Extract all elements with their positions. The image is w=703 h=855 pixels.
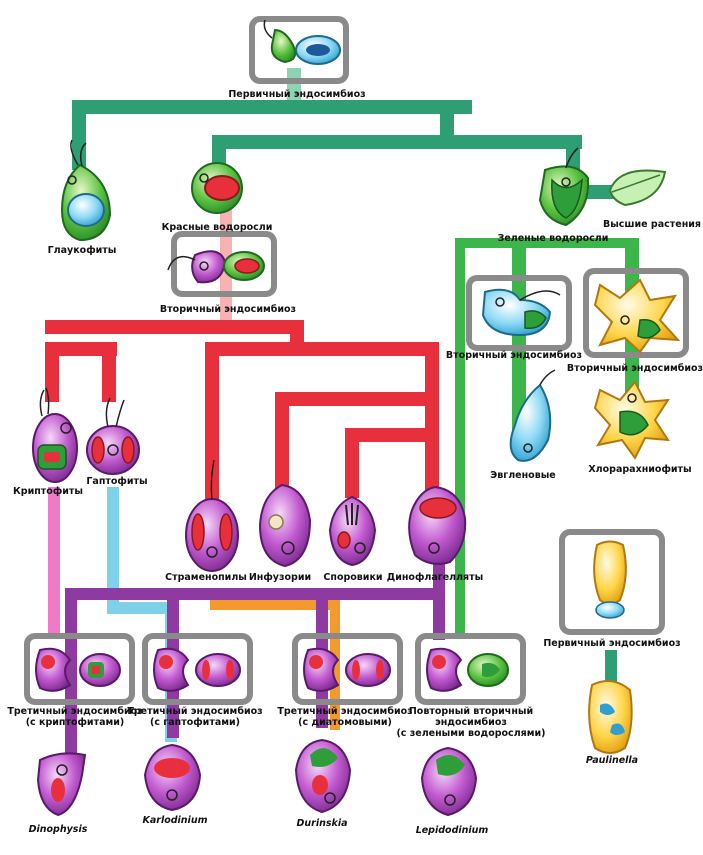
line-crypto-pink	[48, 487, 60, 637]
label-euglenoids: Эвгленовые	[490, 470, 555, 481]
label-repeat-green-2: эндосимбиоз	[435, 717, 507, 728]
line-red-crosshair	[45, 320, 295, 334]
lineage-lines	[45, 68, 639, 768]
dinophysis-cell	[36, 752, 87, 817]
label-sporozoa: Споровики	[323, 572, 382, 583]
label-stramenopiles: Страменопилы	[165, 572, 247, 583]
label-tertiary-diatom-1: Третичный эндосимбиоз	[277, 706, 412, 717]
red-algae-cell	[191, 162, 243, 214]
label-tertiary-crypto-2: (с криптофитами)	[26, 717, 125, 728]
line-to-glauco	[72, 100, 86, 170]
line-primary-bar	[72, 100, 472, 114]
secondary-red-cells	[167, 250, 265, 284]
line-to-crypto	[45, 342, 59, 402]
box-secondary-chlorarach	[583, 268, 689, 358]
box-secondary-red	[171, 231, 277, 297]
label-chlorarachniophytes: Хлорарахниофиты	[588, 464, 691, 475]
box-paulinella	[559, 529, 665, 635]
box-tertiary-diatom	[292, 633, 403, 705]
label-tertiary-crypto-1: Третичный эндосимбиоз	[7, 706, 142, 717]
label-secondary-red: Вторичный эндосимбиоз	[160, 304, 296, 315]
line-to-green	[566, 135, 580, 175]
ciliate-cell	[258, 483, 312, 568]
line-red-bar4	[345, 428, 435, 442]
box-repeat-green	[415, 633, 526, 705]
label-tertiary-diatom-2: (с диатомовыми)	[298, 717, 392, 728]
label-durinskia: Durinskia	[297, 818, 348, 829]
chlorarach-cells	[593, 278, 681, 460]
line-to-dino	[425, 342, 439, 492]
label-primary-top: Первичный эндосимбиоз	[228, 89, 365, 100]
green-algae-cell	[538, 147, 590, 227]
line-hapto-cyan	[107, 487, 119, 607]
label-green-algae: Зеленые водоросли	[498, 233, 609, 244]
line-purple-bar	[65, 588, 445, 600]
box-tertiary-crypto	[24, 633, 135, 705]
line-red-bar3	[275, 392, 435, 406]
line-to-strameno	[205, 342, 219, 502]
euglena-cells	[481, 288, 561, 462]
label-secondary-chlorarach: Вторичный эндосимбиоз	[567, 363, 703, 374]
symbiosis-boxes	[24, 16, 689, 705]
label-paulinella: Paulinella	[586, 755, 638, 766]
karlodinium-cell	[143, 743, 202, 812]
label-red-algae: Красные водоросли	[162, 222, 273, 233]
label-secondary-euglena: Вторичный эндосимбиоз	[446, 350, 582, 361]
label-glaucophytes: Глаукофиты	[48, 245, 117, 256]
label-lepidodinium: Lepidodinium	[416, 825, 489, 836]
repeat-green-cells	[426, 647, 509, 692]
label-haptophytes: Гаптофиты	[86, 476, 147, 487]
glaucophyte-cell	[60, 139, 112, 242]
label-dinophysis: Dinophysis	[29, 824, 88, 835]
leaf-icon	[608, 169, 667, 207]
durinskia-cell	[294, 738, 352, 814]
line-orange-bar	[210, 600, 340, 610]
line-purple-dino	[433, 560, 445, 640]
line-green-down	[455, 238, 465, 638]
label-dinoflagellates: Динофлагелляты	[387, 572, 484, 583]
line-to-euglena	[512, 238, 526, 438]
labels: Первичный эндосимбиоз Глаукофиты Красные…	[7, 89, 703, 836]
line-cyan-bar	[107, 602, 177, 614]
label-ciliates: Инфузории	[249, 572, 311, 583]
tertiary-diatom-cells	[303, 647, 391, 692]
label-repeat-green-3: (с зелеными водорослями)	[396, 728, 545, 739]
haptophyte-cell	[86, 397, 140, 475]
label-primary-paulinella: Первичный эндосимбиоз	[543, 638, 680, 649]
label-tertiary-hapto-1: Третичный эндосимбиоз	[127, 706, 262, 717]
line-green-bar	[212, 135, 582, 149]
tertiary-crypto-cells	[35, 647, 121, 692]
label-repeat-green-1: Повторный вторичный	[409, 706, 533, 717]
line-green-horizontal	[455, 238, 635, 248]
line-to-ciliates	[275, 392, 289, 492]
label-higher-plants: Высшие растения	[603, 219, 701, 230]
line-crypto-hapto-bar	[45, 342, 117, 356]
label-cryptophytes: Криптофиты	[13, 486, 83, 497]
cryptophyte-cell	[32, 387, 78, 483]
paulinella-cells	[588, 540, 633, 754]
lepidodinium-cell	[420, 746, 478, 817]
box-primary-top	[249, 16, 349, 84]
box-secondary-euglena	[466, 275, 572, 351]
stramenopile-cell	[185, 459, 239, 572]
primary-cell	[263, 19, 341, 65]
label-tertiary-hapto-2: (с гаптофитами)	[150, 717, 240, 728]
line-to-sporozoa	[345, 428, 359, 498]
line-red-bar2	[205, 342, 435, 356]
box-tertiary-hapto	[142, 633, 253, 705]
dinoflagellate-cell	[408, 485, 467, 565]
sporozoan-cell	[328, 495, 377, 567]
tertiary-hapto-cells	[153, 647, 241, 692]
label-karlodinium: Karlodinium	[143, 815, 208, 826]
line-to-hapto	[102, 342, 116, 402]
